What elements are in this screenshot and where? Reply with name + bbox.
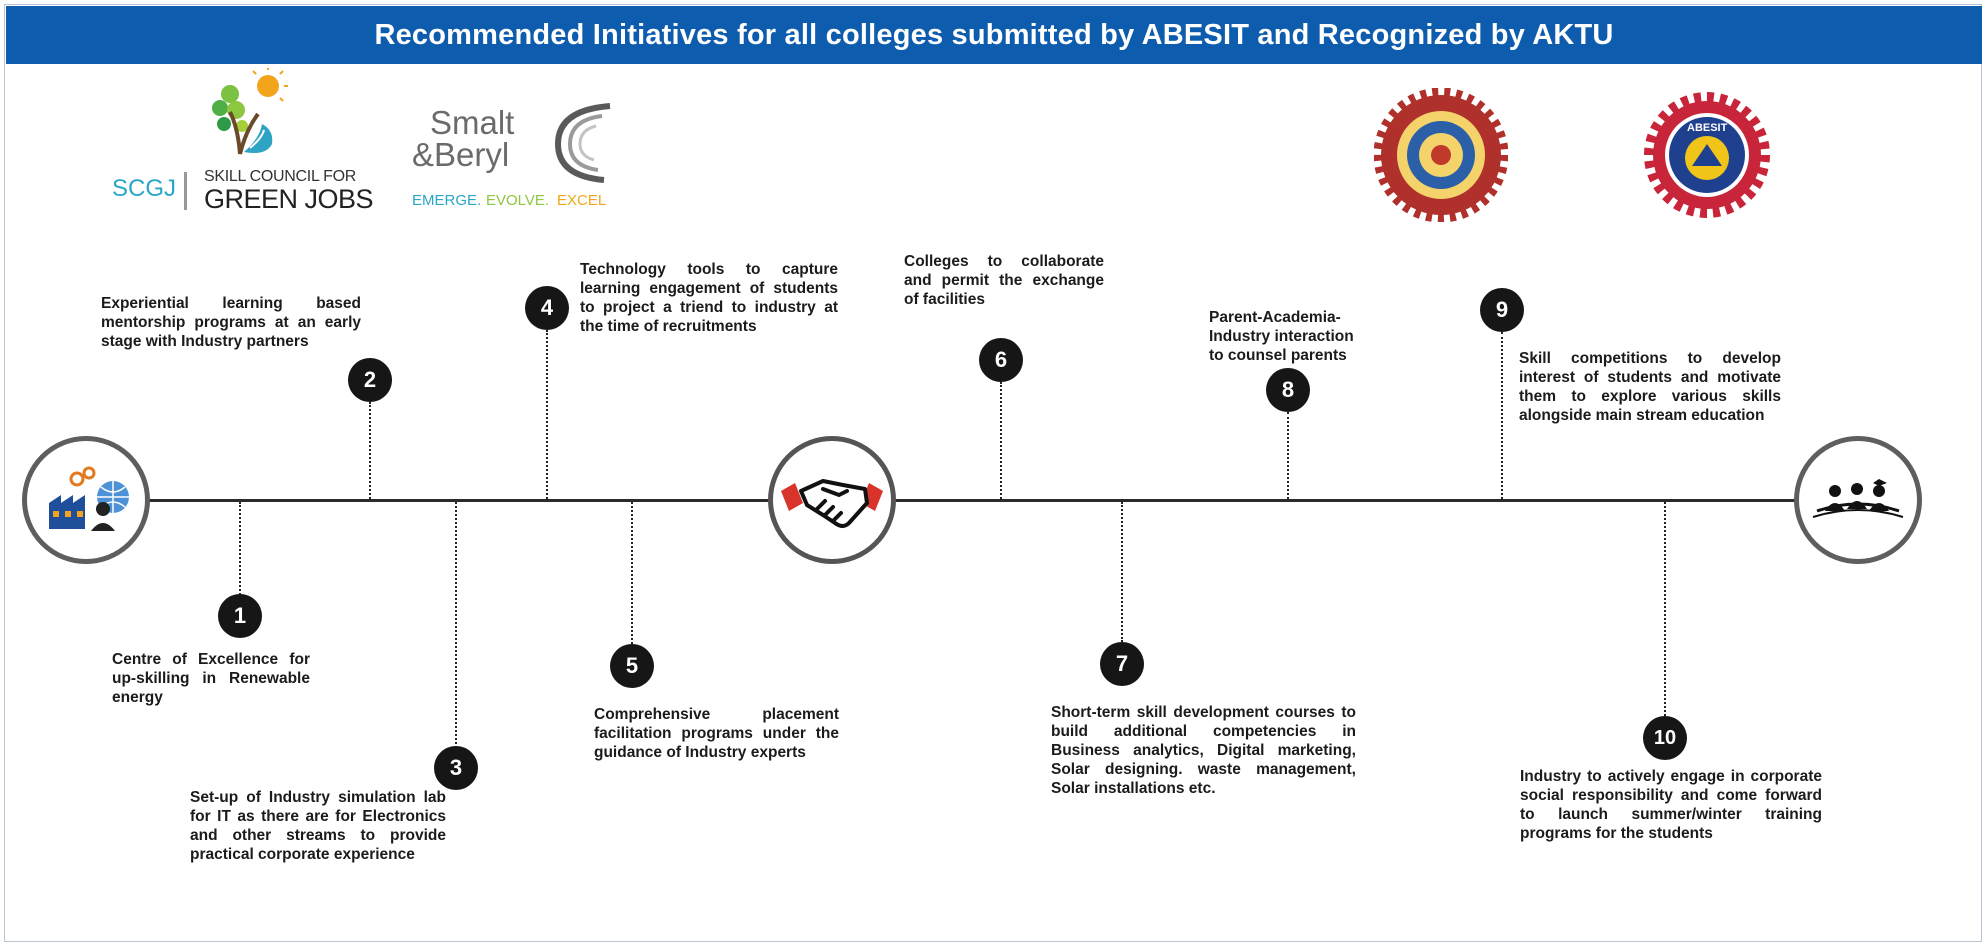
connector-10 — [1664, 502, 1666, 716]
initiative-text-8: Parent-Academia-Industry interaction to … — [1209, 309, 1354, 364]
initiative-marker-7: 7 — [1100, 642, 1144, 686]
diagram-frame — [4, 4, 1982, 942]
smalt-line2: &Beryl — [412, 136, 510, 173]
abesit-seal-text: ABESIT — [1687, 122, 1728, 134]
connector-5 — [631, 502, 633, 644]
connector-8 — [1287, 412, 1289, 499]
initiative-text-7: Short-term skill development courses to … — [1051, 704, 1356, 797]
abesit-seal-icon — [1644, 92, 1770, 218]
aktu-seal-icon — [1373, 87, 1509, 223]
smalt-tagline-2: EVOLVE. — [486, 192, 550, 209]
connector-7 — [1121, 502, 1123, 642]
scgj-abbr: SCGJ — [112, 175, 177, 202]
graduates-icon — [1812, 479, 1904, 518]
initiative-text-3: Set-up of Industry simulation lab for IT… — [190, 789, 446, 863]
smalt-beryl-logo: Smalt &Beryl EMERGE. EVOLVE. EXCEL — [412, 100, 642, 218]
initiative-text-10: Industry to actively engage in corporate… — [1520, 768, 1822, 842]
initiative-text-9: Skill competitions to develop interest o… — [1519, 350, 1781, 424]
scgj-line1: SKILL COUNCIL FOR — [204, 168, 356, 185]
industry-icon — [49, 466, 129, 531]
initiative-marker-8: 8 — [1266, 368, 1310, 412]
connector-4 — [546, 330, 548, 499]
swirl-icon — [554, 103, 611, 183]
connector-3 — [455, 502, 457, 752]
initiative-marker-1: 1 — [218, 594, 262, 638]
hub-handshake — [768, 436, 896, 564]
scgj-line2: GREEN JOBS — [204, 184, 374, 214]
initiative-marker-6: 6 — [979, 338, 1023, 382]
smalt-line1: Smalt — [430, 104, 515, 141]
connector-6 — [1000, 382, 1002, 499]
handshake-icon — [781, 479, 883, 528]
smalt-tagline-1: EMERGE. — [412, 192, 482, 209]
initiative-text-2: Experiential learning based mentorship p… — [101, 295, 361, 350]
connector-9 — [1501, 332, 1503, 499]
initiative-text-4: Technology tools to capture learning eng… — [580, 261, 838, 335]
abesit-seal: ABESIT — [1640, 88, 1774, 222]
timeline-axis — [80, 499, 1910, 502]
connector-2 — [369, 402, 371, 499]
initiative-marker-3: 3 — [434, 746, 478, 790]
initiative-marker-10: 10 — [1643, 716, 1687, 760]
hub-graduates — [1794, 436, 1922, 564]
initiative-text-6: Colleges to collaborate and permit the e… — [904, 253, 1104, 308]
connector-1 — [239, 502, 241, 598]
initiative-text-1: Centre of Excellence for up-skilling in … — [112, 651, 310, 706]
initiative-marker-5: 5 — [610, 644, 654, 688]
aktu-seal — [1373, 87, 1509, 223]
hub-industry — [22, 436, 150, 564]
smalt-tagline-3: EXCEL — [557, 192, 607, 209]
initiative-marker-9: 9 — [1480, 288, 1524, 332]
initiative-marker-2: 2 — [348, 358, 392, 402]
initiative-marker-4: 4 — [525, 286, 569, 330]
initiative-text-5: Comprehensive placement facilitation pro… — [594, 706, 839, 761]
page-title: Recommended Initiatives for all colleges… — [6, 6, 1982, 64]
scgj-logo: SCGJ SKILL COUNCIL FOR GREEN JOBS — [112, 68, 377, 218]
tree-icon — [212, 68, 288, 155]
